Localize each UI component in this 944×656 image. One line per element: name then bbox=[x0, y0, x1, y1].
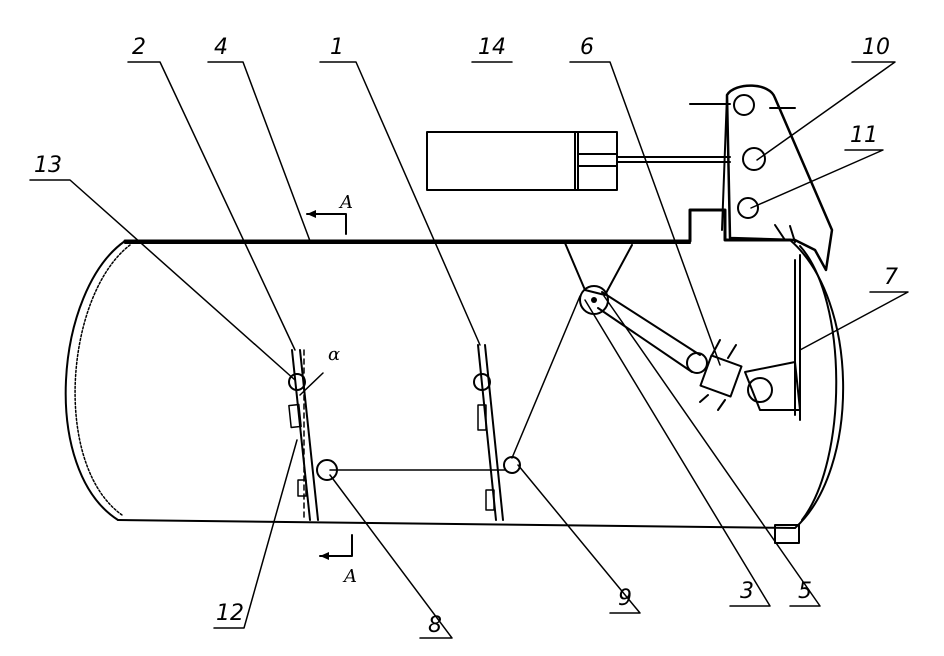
wire bbox=[329, 295, 581, 471]
label-alpha: α bbox=[328, 344, 340, 365]
label-7: 7 bbox=[884, 265, 898, 290]
label-13: 13 bbox=[34, 153, 62, 178]
baffle-left bbox=[288, 349, 338, 521]
label-10: 10 bbox=[862, 35, 890, 60]
cylinder-14 bbox=[426, 131, 731, 191]
label-3: 3 bbox=[740, 579, 754, 604]
part-labels: 2 4 1 14 6 10 11 13 7 α 12 8 9 3 5 A A bbox=[34, 35, 898, 638]
section-marker-bottom bbox=[319, 534, 353, 560]
label-12: 12 bbox=[216, 601, 244, 626]
label-1: 1 bbox=[330, 35, 344, 60]
section-marker-top bbox=[306, 210, 347, 235]
label-14: 14 bbox=[478, 35, 506, 60]
leader-lines bbox=[29, 61, 909, 639]
label-4: 4 bbox=[214, 35, 228, 60]
label-5: 5 bbox=[798, 579, 812, 604]
linkage-5 bbox=[597, 254, 801, 421]
label-11: 11 bbox=[850, 123, 878, 148]
baffle-right bbox=[473, 344, 521, 521]
label-2: 2 bbox=[132, 35, 146, 60]
section-label-bottom: A bbox=[342, 566, 357, 587]
label-8: 8 bbox=[428, 613, 442, 638]
lever-arm bbox=[689, 84, 834, 272]
section-label-top: A bbox=[338, 192, 353, 213]
label-6: 6 bbox=[580, 35, 594, 60]
label-9: 9 bbox=[618, 586, 632, 611]
hanger-bracket bbox=[564, 242, 633, 315]
tank-body bbox=[64, 208, 845, 544]
